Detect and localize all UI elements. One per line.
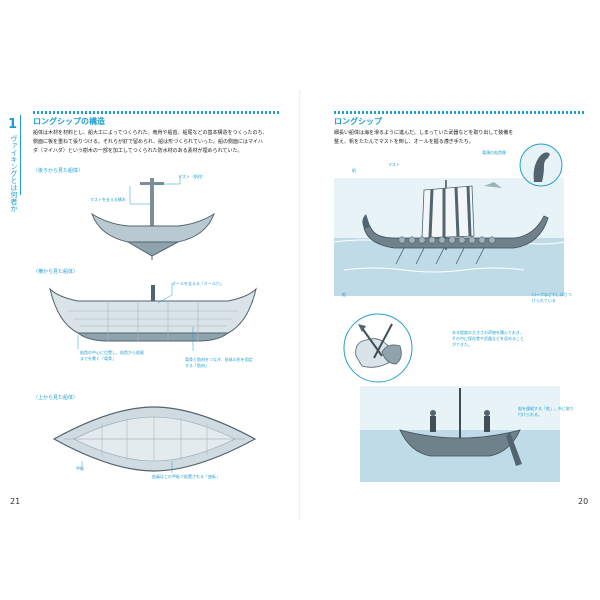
sail-callout: 帆 bbox=[352, 168, 356, 173]
intro-line: 側面に板を重ねて張りつける。それらが釘で留められ、船は形づくられていった。船の側… bbox=[33, 139, 263, 145]
supplies-callout: ある程度の大きさの荷物を積んでおき、その中に保存食や武器などを収めることができた… bbox=[452, 330, 524, 347]
book-spine bbox=[299, 90, 301, 520]
mast-callout: マスト（帆柱） bbox=[178, 174, 206, 179]
rear-view-hull-illustration bbox=[91, 176, 215, 260]
section-title-structure: ロングシップの構造 bbox=[33, 117, 105, 126]
side-view-hull-illustration bbox=[49, 283, 257, 351]
longship-intro: 細長い船体は海を滑るように進んだ。しまっていた武器などを取り出して装備を 整え、… bbox=[334, 129, 579, 147]
figurehead-callout: 竜頭の船首像 bbox=[482, 150, 506, 155]
chapter-rule bbox=[20, 115, 21, 195]
rear-view-label: （後ろから見た船体） bbox=[33, 168, 84, 174]
deck-callout: 甲板 bbox=[76, 466, 84, 471]
keel-callout: 船首の中心に位置し、船首から船尾までを貫く「竜骨」 bbox=[80, 350, 144, 361]
rudder-callout: 船を操縦する「舵」。外に取り付けられる。 bbox=[518, 406, 574, 417]
right-page: ロングシップ 細長い船体は海を滑るように進んだ。しまっていた武器などを取り出して… bbox=[300, 0, 600, 600]
intro-line: 細長い船体は海を滑るように進んだ。しまっていた武器などを取り出して装備を bbox=[334, 130, 514, 136]
rudder-rear-view-illustration bbox=[360, 386, 560, 482]
mast-callout: マスト bbox=[388, 162, 400, 167]
top-view-label: （上から見た船体） bbox=[33, 395, 79, 401]
title-dotted-rule bbox=[33, 111, 280, 114]
section-title-longship: ロングシップ bbox=[334, 117, 382, 126]
intro-line: 船体は木材を材料とし、船大工によってつくられた。竜骨や船首、船尾などの基本構造を… bbox=[33, 130, 268, 136]
rib-callout: 竜骨と肋材をつなぎ、船体の形を固定する「肋材」 bbox=[185, 357, 253, 368]
rope-callout: ロープなどでしばりつけられている bbox=[532, 292, 572, 303]
intro-line: ダ（マイハダ）という樹木の一部を加工してつくられた防水材のある素材が埋められてい… bbox=[33, 148, 243, 154]
figurehead-detail-circle bbox=[519, 143, 563, 187]
supplies-detail-circle bbox=[343, 313, 413, 383]
page-number-right: 20 bbox=[578, 497, 589, 506]
structure-intro: 船体は木材を材料とし、船大工によってつくられた。竜骨や船首、船尾などの基本構造を… bbox=[33, 129, 283, 156]
shield-row bbox=[398, 236, 496, 244]
left-page: 1 ヴァイキングとは何者か ロングシップの構造 船体は木材を材料とし、船大工によ… bbox=[8, 111, 283, 506]
oar-hole-callout: オールを支える「オール穴」 bbox=[172, 281, 224, 286]
intro-line: 整え、帆をたたんでマストを倒し、オールを握る漕ぎ手たち。 bbox=[334, 139, 474, 145]
title-dotted-rule bbox=[334, 111, 584, 114]
chapter-number: 1 bbox=[8, 117, 18, 132]
longship-sailing-scene bbox=[333, 178, 565, 296]
page-number-left: 21 bbox=[10, 497, 21, 506]
crossbeam-callout: マストを支える横木 bbox=[90, 197, 126, 202]
top-view-hull-illustration bbox=[52, 406, 257, 473]
chapter-title: ヴァイキングとは何者か bbox=[10, 135, 18, 212]
thwart-callout: 船員はこの甲板で配置される「座板」 bbox=[152, 474, 220, 479]
side-view-label: （横から見た船体） bbox=[33, 269, 79, 275]
hull-callout: 船 bbox=[342, 292, 346, 297]
